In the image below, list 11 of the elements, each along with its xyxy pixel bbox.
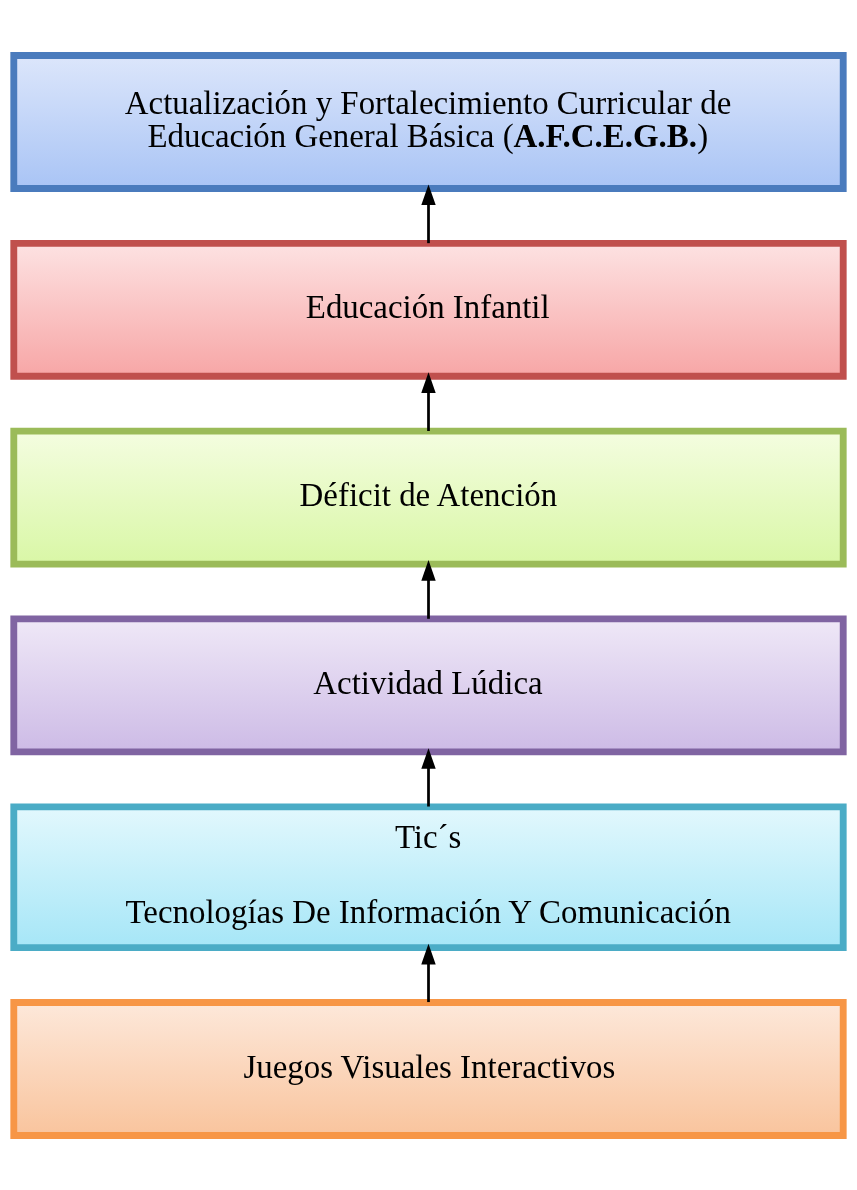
arrow bbox=[421, 371, 436, 431]
arrow bbox=[421, 747, 436, 807]
node-box: Déficit de Atención bbox=[10, 427, 847, 568]
node-box: Tic´s Tecnologías De Información Y Comunicación bbox=[10, 802, 847, 951]
node-box: Educación Infantil bbox=[10, 239, 847, 380]
node-box: Juegos Visuales Interactivos bbox=[10, 998, 847, 1139]
arrow bbox=[421, 943, 436, 1002]
arrow bbox=[421, 559, 436, 619]
arrow bbox=[421, 184, 436, 243]
node-box: Actividad Lúdica bbox=[10, 615, 847, 755]
node-box: Actualización y Fortalecimiento Curricular de Educación General Básica (A.F.C.E.G.B.) bbox=[10, 51, 847, 192]
